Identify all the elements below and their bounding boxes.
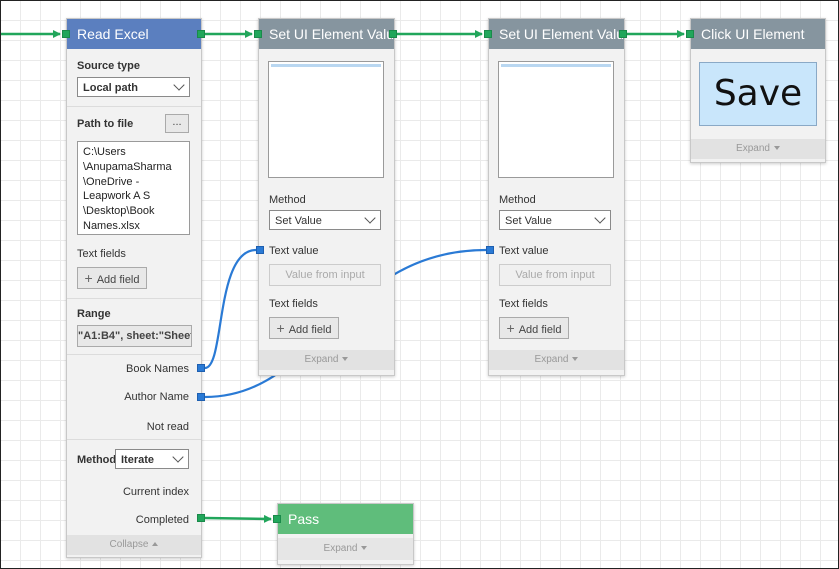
method-select[interactable]: Set Value bbox=[499, 210, 611, 230]
current-index-label[interactable]: Current index bbox=[122, 486, 189, 498]
path-line: \Desktop\Book bbox=[83, 205, 155, 218]
path-to-file-label: Path to file bbox=[77, 118, 134, 130]
expand-button[interactable]: Expand bbox=[259, 350, 394, 370]
expand-button[interactable]: Expand bbox=[691, 139, 825, 159]
save-target-image[interactable]: Save bbox=[699, 62, 817, 126]
range-label: Range bbox=[77, 308, 111, 320]
set-ui-element-value-block-1[interactable]: Set UI Element Value Method Set Value Te… bbox=[258, 18, 395, 376]
expand-button[interactable]: Expand bbox=[278, 538, 413, 560]
set-ui-2-out-port[interactable] bbox=[619, 30, 627, 38]
text-value-label[interactable]: Text value bbox=[269, 245, 319, 257]
plus-icon: + bbox=[276, 320, 285, 336]
pass-title[interactable]: Pass bbox=[278, 504, 413, 534]
caret-down-icon bbox=[572, 357, 579, 362]
collapse-label: Collapse bbox=[109, 539, 149, 550]
method-value: Set Value bbox=[275, 215, 322, 227]
method-label: Method bbox=[269, 194, 306, 206]
expand-label: Expand bbox=[304, 354, 339, 365]
source-type-select[interactable]: Local path bbox=[77, 77, 190, 97]
set-ui-2-text-value-port[interactable] bbox=[486, 246, 494, 254]
read-excel-out-port[interactable] bbox=[197, 30, 205, 38]
path-line: \AnupamaSharma bbox=[83, 160, 172, 173]
add-field-button[interactable]: +Add field bbox=[499, 317, 569, 339]
caret-up-icon bbox=[152, 542, 159, 547]
method-value: Iterate bbox=[121, 454, 155, 466]
method-select[interactable]: Set Value bbox=[269, 210, 381, 230]
method-select[interactable]: Iterate bbox=[115, 449, 189, 469]
expand-label: Expand bbox=[736, 143, 770, 154]
chevron-down-icon bbox=[594, 212, 606, 224]
ui-element-target-1[interactable] bbox=[268, 61, 384, 178]
not-read-label[interactable]: Not read bbox=[146, 421, 189, 433]
author-name-port[interactable] bbox=[197, 393, 205, 401]
output-author-name[interactable]: Author Name bbox=[124, 391, 189, 403]
read-excel-block[interactable]: Read Excel Source type Local path Path t… bbox=[66, 18, 202, 558]
path-to-file-field[interactable]: C:\Users \AnupamaSharma \OneDrive - Leap… bbox=[77, 141, 190, 235]
path-line: \OneDrive - bbox=[83, 175, 140, 188]
pass-block[interactable]: Pass Expand bbox=[277, 503, 414, 565]
expand-label: Expand bbox=[534, 354, 569, 365]
text-fields-label: Text fields bbox=[499, 298, 548, 310]
chevron-down-icon bbox=[173, 79, 185, 91]
caret-down-icon bbox=[361, 546, 368, 551]
completed-label[interactable]: Completed bbox=[135, 514, 189, 526]
add-field-button[interactable]: +Add field bbox=[269, 317, 339, 339]
set-ui-1-out-port[interactable] bbox=[389, 30, 397, 38]
add-field-label: Add field bbox=[96, 274, 140, 286]
book-names-port[interactable] bbox=[197, 364, 205, 372]
add-field-label: Add field bbox=[518, 324, 562, 336]
add-field-label: Add field bbox=[288, 324, 332, 336]
range-field[interactable]: "A1:B4", sheet:"Sheet1" bbox=[77, 325, 192, 347]
expand-button[interactable]: Expand bbox=[489, 350, 624, 370]
read-excel-title[interactable]: Read Excel bbox=[67, 19, 201, 49]
set-ui-element-value-block-2[interactable]: Set UI Element Value Method Set Value Te… bbox=[488, 18, 625, 376]
value-from-input-field[interactable]: Value from input bbox=[269, 264, 381, 286]
pass-in-port[interactable] bbox=[273, 515, 281, 523]
method-value: Set Value bbox=[505, 215, 552, 227]
add-field-button[interactable]: +Add field bbox=[77, 267, 147, 289]
source-type-value: Local path bbox=[83, 82, 139, 94]
ui-element-target-2[interactable] bbox=[498, 61, 614, 178]
source-type-label: Source type bbox=[77, 60, 140, 72]
text-fields-label: Text fields bbox=[269, 298, 318, 310]
plus-icon: + bbox=[506, 320, 515, 336]
collapse-button[interactable]: Collapse bbox=[67, 535, 201, 555]
data-wire-book-names bbox=[204, 248, 257, 370]
expand-label: Expand bbox=[323, 543, 358, 554]
set-ui-1-text-value-port[interactable] bbox=[256, 246, 264, 254]
output-book-names[interactable]: Book Names bbox=[126, 363, 189, 375]
chevron-down-icon bbox=[364, 212, 376, 224]
method-label: Method bbox=[499, 194, 536, 206]
flow-wire-completed-to-pass bbox=[204, 514, 272, 523]
path-line: C:\Users bbox=[83, 146, 126, 158]
method-label: Method bbox=[77, 454, 117, 466]
set-ui-2-title[interactable]: Set UI Element Value bbox=[489, 19, 624, 49]
click-ui-element-block[interactable]: Click UI Element Save Expand bbox=[690, 18, 826, 163]
browse-button[interactable]: ... bbox=[165, 114, 189, 133]
set-ui-1-title[interactable]: Set UI Element Value bbox=[259, 19, 394, 49]
read-excel-in-port[interactable] bbox=[62, 30, 70, 38]
click-ui-title[interactable]: Click UI Element bbox=[691, 19, 825, 49]
path-line: Names.xlsx bbox=[83, 219, 140, 232]
caret-down-icon bbox=[342, 357, 349, 362]
text-value-label[interactable]: Text value bbox=[499, 245, 549, 257]
caret-down-icon bbox=[773, 146, 780, 151]
set-ui-2-in-port[interactable] bbox=[484, 30, 492, 38]
plus-icon: + bbox=[84, 270, 93, 286]
set-ui-1-in-port[interactable] bbox=[254, 30, 262, 38]
path-line: Leapwork A S bbox=[83, 190, 151, 203]
completed-port[interactable] bbox=[197, 514, 205, 522]
text-fields-label: Text fields bbox=[77, 248, 126, 260]
value-from-input-field[interactable]: Value from input bbox=[499, 264, 611, 286]
click-ui-in-port[interactable] bbox=[686, 30, 694, 38]
chevron-down-icon bbox=[172, 451, 184, 463]
